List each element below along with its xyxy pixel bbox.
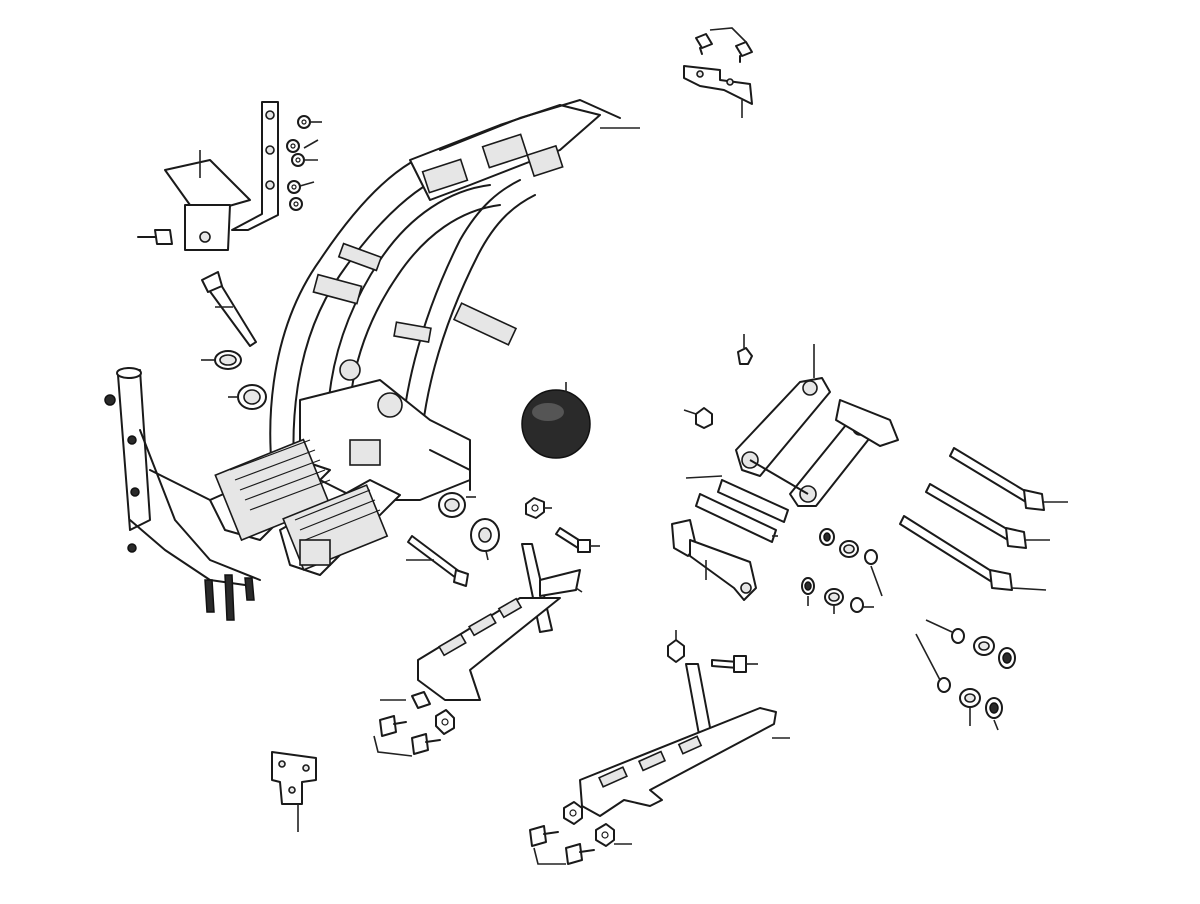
rubber-mount-center[interactable] <box>438 492 476 518</box>
pivot-tubes[interactable] <box>685 475 789 543</box>
pivot-pin[interactable] <box>671 519 757 601</box>
long-bolt-left[interactable] <box>201 271 257 347</box>
small-mounting-plate[interactable] <box>271 751 317 832</box>
rubber-mount-left[interactable] <box>228 384 267 410</box>
round-cover-disc[interactable] <box>521 382 591 459</box>
lower-footrest-bracket[interactable] <box>579 663 790 817</box>
center-footrest-bracket[interactable] <box>417 543 583 701</box>
long-bolt-right-2[interactable] <box>925 483 1050 549</box>
rear-bushing-set-lower[interactable] <box>915 633 1003 731</box>
lower-bushing-set[interactable] <box>801 577 874 614</box>
upper-bracket-assembly[interactable] <box>137 101 279 251</box>
lower-bracket-fasteners[interactable] <box>529 630 758 865</box>
long-bolt-right-3[interactable] <box>899 515 1047 591</box>
hanger-small-nuts[interactable] <box>683 334 753 429</box>
upper-bracket-nuts[interactable] <box>286 115 322 211</box>
engine-hanger-link[interactable] <box>735 344 899 507</box>
bolt-center[interactable] <box>555 527 600 553</box>
long-bolt-center[interactable] <box>406 535 469 587</box>
main-frame[interactable] <box>104 99 640 621</box>
rear-bushing-set-upper[interactable] <box>925 619 1016 669</box>
nut-center[interactable] <box>525 497 552 519</box>
bushing-left[interactable] <box>201 350 242 370</box>
top-small-bracket[interactable] <box>683 27 753 118</box>
washer-center[interactable] <box>470 518 500 561</box>
center-bracket-fasteners[interactable] <box>373 691 455 757</box>
long-bolt-right-1[interactable] <box>949 447 1068 511</box>
upper-bushing-set[interactable] <box>819 528 883 597</box>
